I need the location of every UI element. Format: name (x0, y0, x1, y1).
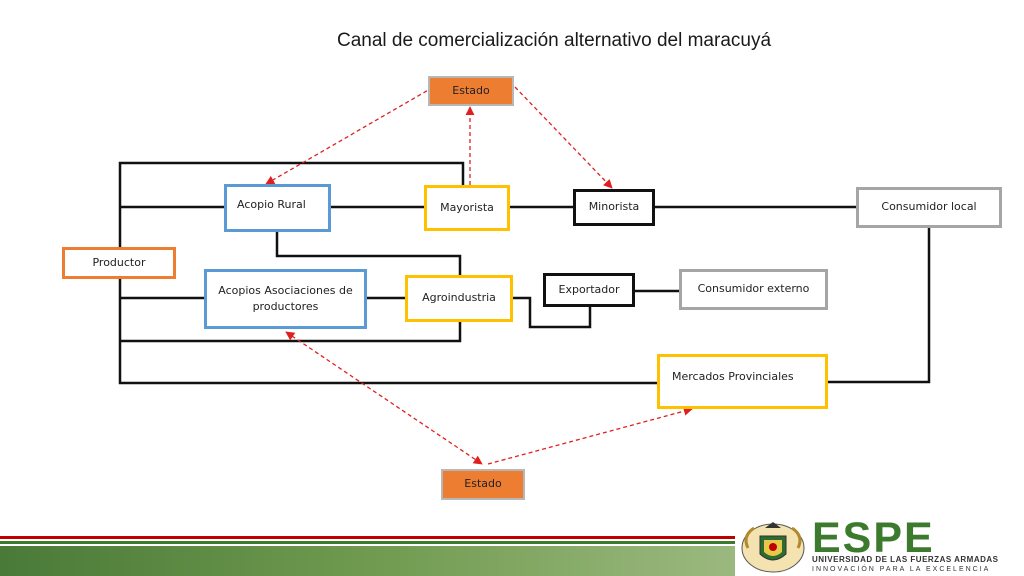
consumidor-local-label: Consumidor local (881, 200, 977, 214)
acopio-rural-label: Acopio Rural (237, 198, 306, 211)
estado-bottom-node: Estado (441, 469, 525, 500)
acopios-asociaciones-label: Acopios Asociaciones de productores (218, 283, 353, 314)
exportador-label: Exportador (558, 282, 620, 296)
acopio-rural-node: Acopio Rural (224, 184, 331, 232)
agroindustria-label: Agroindustria (422, 291, 496, 305)
espe-logo: ESPE (812, 517, 935, 560)
arrow-estado-mercados (487, 406, 693, 465)
estado-top-node: Estado (428, 76, 514, 106)
arrow-estado-minorista (514, 86, 613, 189)
agroindustria-node: Agroindustria (405, 275, 513, 322)
exportador-node: Exportador (543, 273, 635, 307)
productor-label: Productor (92, 255, 146, 269)
mayorista-label: Mayorista (440, 200, 494, 214)
arrow-asociaciones-estado (285, 331, 483, 465)
connector-acopio-agroindustria (275, 231, 462, 275)
consumidor-externo-label: Consumidor externo (697, 282, 810, 296)
university-seal-icon (741, 522, 805, 573)
arrow-estado-acopio (265, 88, 431, 185)
connector-consumidor-mercados (827, 228, 931, 384)
dashed-arrows (265, 86, 693, 465)
estado-top-label: Estado (452, 83, 490, 97)
mercados-provinciales-node: Mercados Provinciales (657, 354, 828, 409)
acopios-asociaciones-node: Acopios Asociaciones de productores (204, 269, 367, 329)
estado-bottom-label: Estado (464, 477, 502, 491)
consumidor-local-node: Consumidor local (856, 187, 1002, 228)
footer-red-stripe (0, 536, 735, 539)
espe-logo-text: ESPE (812, 514, 935, 562)
university-name: UNIVERSIDAD DE LAS FUERZAS ARMADAS (812, 555, 999, 564)
footer-green-stripe (0, 541, 735, 544)
university-tagline: INNOVACIÓN PARA LA EXCELENCIA (812, 566, 991, 573)
mercados-provinciales-label: Mercados Provinciales (672, 370, 794, 383)
minorista-node: Minorista (573, 189, 655, 226)
connector-top-loop (118, 161, 465, 248)
diagram-title: Canal de comercialización alternativo de… (336, 30, 772, 51)
consumidor-externo-node: Consumidor externo (679, 269, 828, 310)
minorista-label: Minorista (588, 200, 640, 214)
footer-gradient (0, 546, 735, 576)
mayorista-node: Mayorista (424, 185, 510, 231)
connector-agroindustria-exportador (512, 296, 592, 329)
productor-node: Productor (62, 247, 176, 279)
